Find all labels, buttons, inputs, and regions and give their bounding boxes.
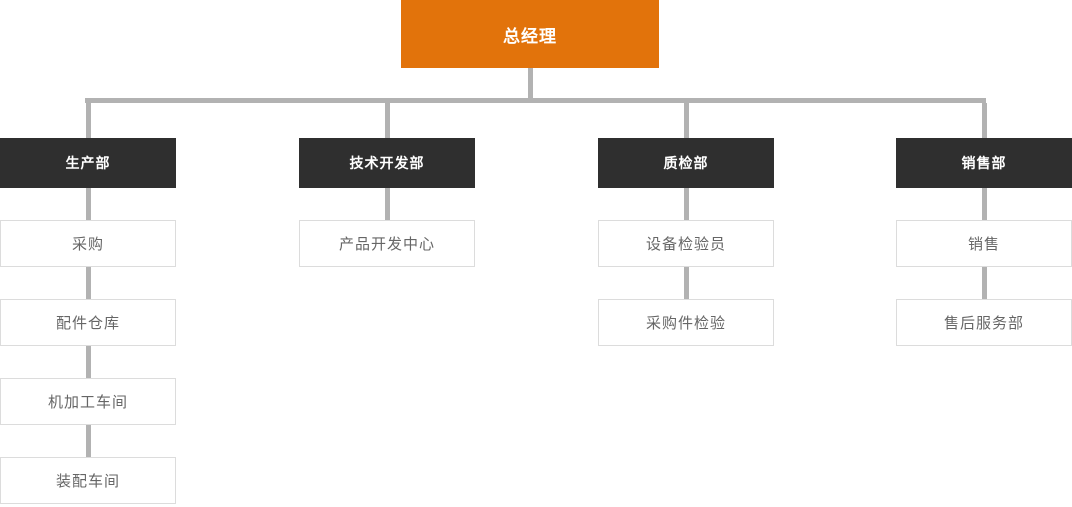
org-node-child[interactable]: 装配车间 [0, 457, 176, 504]
child-connector-line [683, 188, 689, 220]
org-node-child[interactable]: 配件仓库 [0, 299, 176, 346]
org-node-child[interactable]: 设备检验员 [598, 220, 774, 267]
org-node-root[interactable]: 总经理 [401, 0, 659, 68]
org-node-department[interactable]: 质检部 [598, 138, 774, 188]
child-connector-line [85, 346, 91, 378]
child-connector-line [683, 267, 689, 299]
department-connector-line [683, 103, 689, 138]
org-node-child[interactable]: 售后服务部 [896, 299, 1072, 346]
root-connector-line [528, 68, 533, 98]
org-node-child[interactable]: 销售 [896, 220, 1072, 267]
org-node-child[interactable]: 产品开发中心 [299, 220, 475, 267]
org-node-department[interactable]: 技术开发部 [299, 138, 475, 188]
org-node-child[interactable]: 采购 [0, 220, 176, 267]
org-node-department[interactable]: 销售部 [896, 138, 1072, 188]
child-connector-line [85, 267, 91, 299]
child-connector-line [384, 188, 390, 220]
department-connector-line [384, 103, 390, 138]
horizontal-connector-line [85, 98, 986, 103]
child-connector-line [85, 188, 91, 220]
child-connector-line [981, 188, 987, 220]
department-connector-line [981, 103, 987, 138]
org-node-department[interactable]: 生产部 [0, 138, 176, 188]
org-node-child[interactable]: 机加工车间 [0, 378, 176, 425]
department-connector-line [85, 103, 91, 138]
child-connector-line [981, 267, 987, 299]
org-node-child[interactable]: 采购件检验 [598, 299, 774, 346]
child-connector-line [85, 425, 91, 457]
